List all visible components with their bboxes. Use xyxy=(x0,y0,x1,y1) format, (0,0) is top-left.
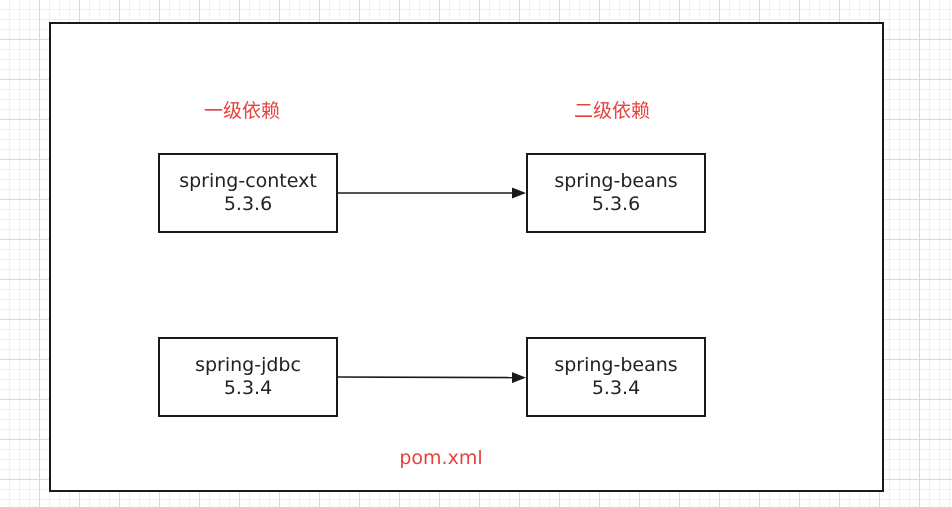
node-spring-beans-534[interactable]: spring-beans 5.3.4 xyxy=(526,337,706,417)
node-name: spring-beans xyxy=(554,354,678,376)
node-version: 5.3.6 xyxy=(223,193,273,215)
file-label: pom.xml xyxy=(399,447,483,469)
node-name: spring-beans xyxy=(554,170,678,192)
level-one-label: 一级依赖 xyxy=(203,100,281,122)
node-spring-beans-536[interactable]: spring-beans 5.3.6 xyxy=(526,153,706,233)
node-name: spring-jdbc xyxy=(195,354,301,376)
node-version: 5.3.6 xyxy=(591,193,641,215)
pom-frame xyxy=(49,22,884,492)
node-version: 5.3.4 xyxy=(223,377,273,399)
node-name: spring-context xyxy=(179,170,317,192)
node-spring-jdbc[interactable]: spring-jdbc 5.3.4 xyxy=(158,337,338,417)
level-two-label: 二级依赖 xyxy=(573,100,651,122)
node-spring-context[interactable]: spring-context 5.3.6 xyxy=(158,153,338,233)
node-version: 5.3.4 xyxy=(591,377,641,399)
